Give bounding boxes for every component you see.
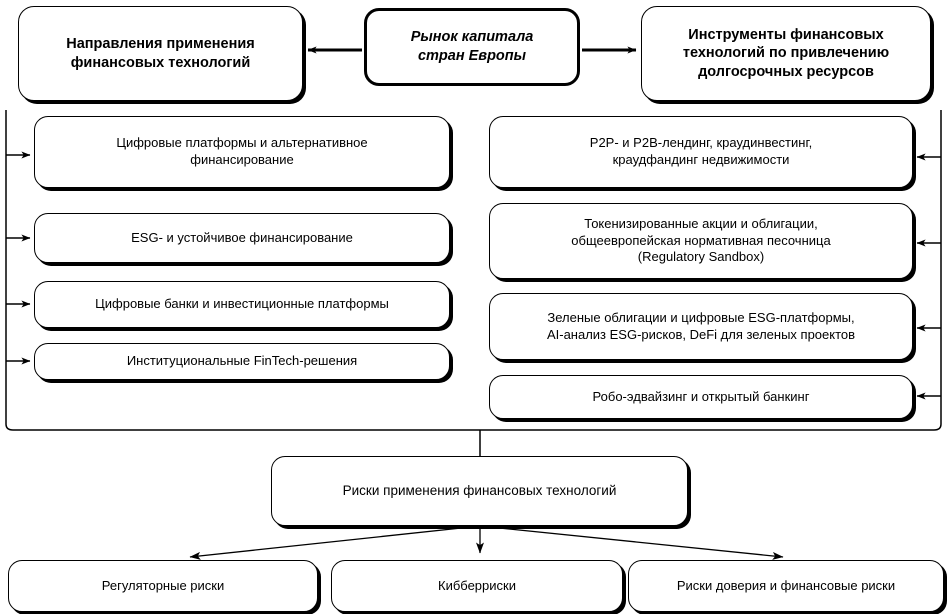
node-risk-trust-financial[interactable]: Риски доверия и финансовые риски xyxy=(628,560,944,612)
node-fintech-risks-hub[interactable]: Риски применения финансовых технологий xyxy=(271,456,688,526)
node-label: Регуляторные риски xyxy=(101,577,225,593)
node-label: Робо-эдвайзинг и открытый банкинг xyxy=(592,388,810,404)
node-label: Зеленые облигации и цифровые ESG-платфор… xyxy=(546,309,856,342)
node-right-column-item-2[interactable]: Токенизированные акции и облигации, обще… xyxy=(489,203,913,279)
node-label: Цифровые банки и инвестиционные платформ… xyxy=(95,296,389,312)
node-left-column-item-4[interactable]: Институциональные FinTech-решения xyxy=(34,343,450,380)
arrows-left-column xyxy=(6,151,31,365)
node-label: Риски применения финансовых технологий xyxy=(342,483,617,499)
node-fintech-instruments-longterm-resources[interactable]: Инструменты финансовых технологий по при… xyxy=(641,6,931,101)
node-label: Институциональные FinTech-решения xyxy=(126,353,358,369)
node-fintech-application-directions[interactable]: Направления применения финансовых технол… xyxy=(18,6,303,101)
node-label: P2P- и P2B-лендинг, краудинвестинг, крау… xyxy=(589,135,813,167)
node-label: Цифровые платформы и альтернативное фина… xyxy=(116,135,368,167)
node-label: Токенизированные акции и облигации, обще… xyxy=(571,216,831,265)
node-right-column-item-3[interactable]: Зеленые облигации и цифровые ESG-платфор… xyxy=(489,293,913,360)
node-label: Направления применения финансовых технол… xyxy=(66,35,255,71)
node-left-column-item-2[interactable]: ESG- и устойчивое финансирование xyxy=(34,213,450,263)
node-label: Инструменты финансовых технологий по при… xyxy=(682,26,890,80)
node-risk-regulatory[interactable]: Регуляторные риски xyxy=(8,560,318,612)
node-left-column-item-3[interactable]: Цифровые банки и инвестиционные платформ… xyxy=(34,281,450,328)
arrows-right-column xyxy=(916,153,941,400)
node-right-column-item-4[interactable]: Робо-эдвайзинг и открытый банкинг xyxy=(489,375,913,419)
node-label: ESG- и устойчивое финансирование xyxy=(131,229,353,245)
arrows-risk-hub-to-risks xyxy=(189,525,784,560)
node-label: Риски доверия и финансовые риски xyxy=(676,577,896,593)
node-label: Рынок капитала стран Европы xyxy=(410,29,534,64)
node-risk-cyber[interactable]: Кибберриски xyxy=(331,560,623,612)
node-label: Кибберриски xyxy=(438,577,516,593)
node-right-column-item-1[interactable]: P2P- и P2B-лендинг, краудинвестинг, крау… xyxy=(489,116,913,188)
node-european-capital-market[interactable]: Рынок капитала стран Европы xyxy=(364,8,580,86)
node-left-column-item-1[interactable]: Цифровые платформы и альтернативное фина… xyxy=(34,116,450,188)
